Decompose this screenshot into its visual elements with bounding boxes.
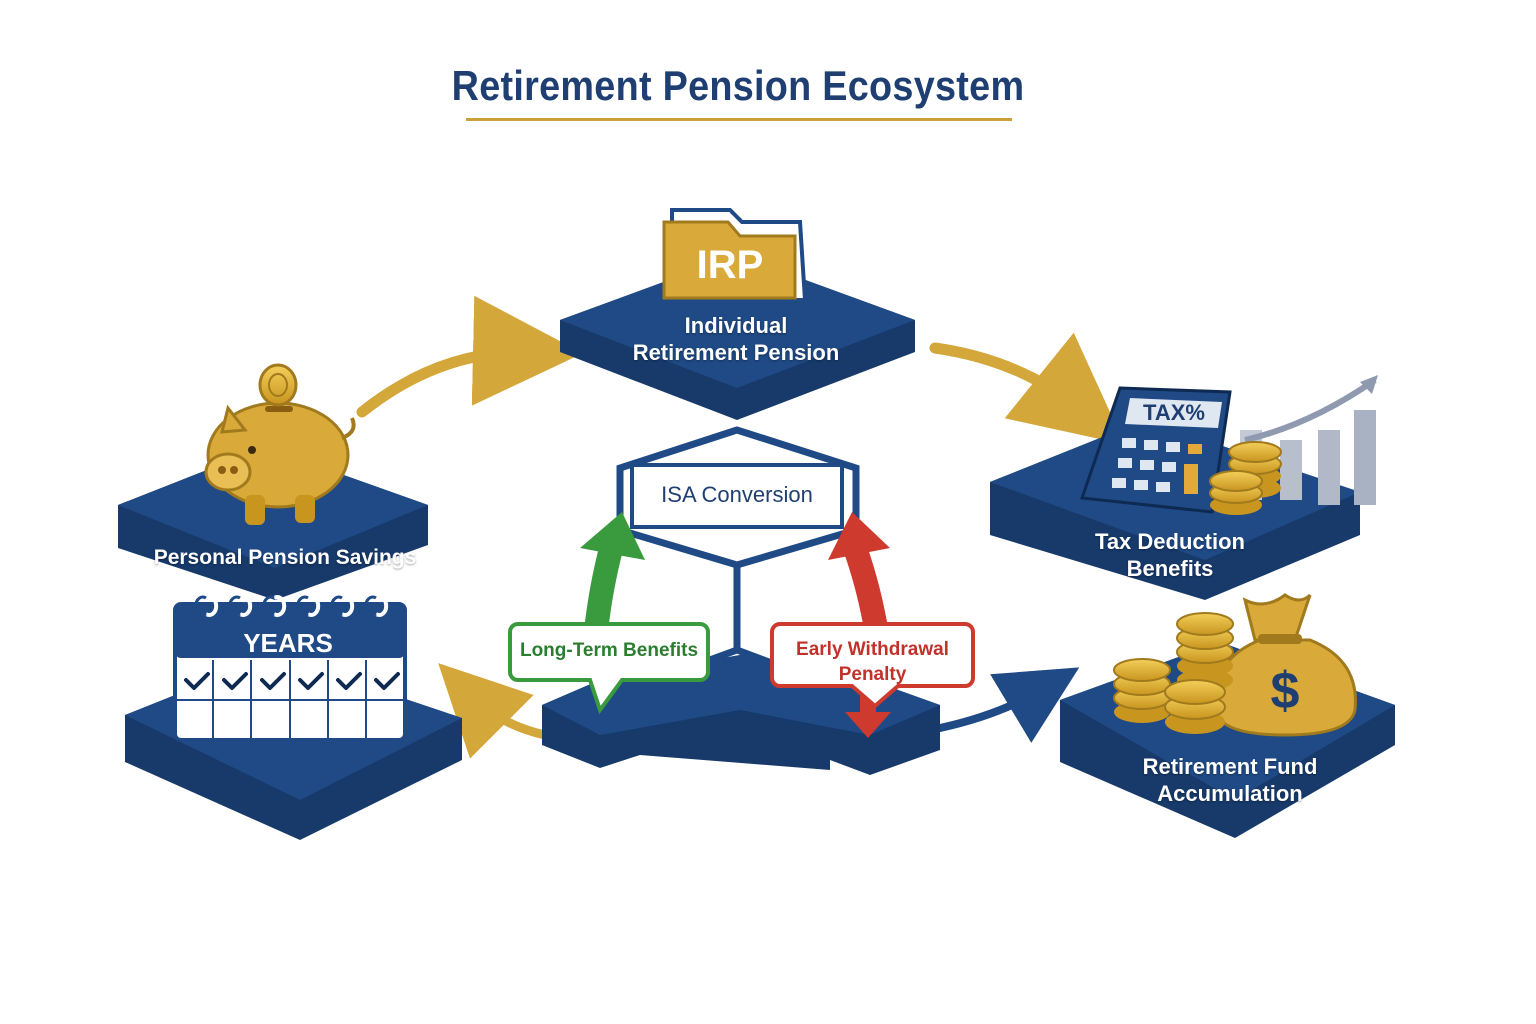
irp-icon-text: IRP — [697, 243, 764, 287]
personal-label: Personal Pension Savings — [153, 546, 417, 569]
tax-label-line2: Benefits — [1126, 556, 1214, 581]
arrow-irp-to-tax — [929, 332, 1125, 445]
fund-label-line2: Accumulation — [1157, 781, 1303, 806]
calculator-icon — [1079, 386, 1232, 514]
coin-stack-icon — [1209, 441, 1282, 515]
irp-label: Individual Retirement Pension — [600, 312, 872, 366]
arrow-hub-to-fund — [936, 667, 1080, 743]
irp-label-line1: Individual — [684, 313, 788, 338]
tax-label: Tax Deduction Benefits — [1060, 528, 1280, 582]
red-up-arrow-icon — [828, 512, 890, 652]
isa-box — [630, 463, 844, 529]
fund-label: Retirement Fund Accumulation — [1100, 753, 1360, 807]
early-withdrawal-line2: Penalty — [838, 664, 907, 685]
platform-irp — [560, 255, 915, 420]
arrow-personal-to-irp — [356, 295, 583, 418]
title-underline — [466, 118, 1012, 121]
fund-label-line1: Retirement Fund — [1142, 754, 1318, 779]
folder-icon — [662, 208, 808, 302]
tax-label-line1: Tax Deduction — [1095, 529, 1245, 554]
early-withdrawal-label: Early Withdrawal Penalty — [772, 637, 973, 687]
irp-label-line2: Retirement Pension — [632, 340, 840, 365]
years-icon-text: YEARS — [243, 628, 333, 658]
isa-label: ISA Conversion — [661, 482, 813, 507]
dollar-sign-icon: $ — [1271, 662, 1300, 720]
piggy-bank-icon — [204, 363, 356, 525]
coin-stacks-icon — [1113, 612, 1234, 734]
tax-icon-text: TAX% — [1143, 400, 1205, 425]
early-withdrawal-line1: Early Withdrawal — [796, 639, 949, 660]
long-term-label: Long-Term Benefits — [519, 640, 699, 661]
page-title: Retirement Pension Ecosystem — [451, 62, 1025, 109]
long-term-callout — [508, 622, 710, 715]
arrow-hub-to-years — [438, 663, 550, 759]
early-withdrawal-callout — [770, 622, 975, 709]
calendar-icon — [173, 595, 407, 742]
